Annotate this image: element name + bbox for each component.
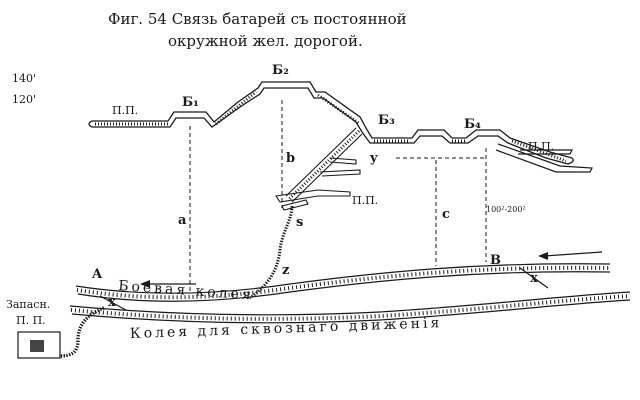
reserve-label-2: П. П. xyxy=(16,314,46,327)
elevation-lower: 120' xyxy=(12,93,36,106)
battery-b1-label: Б₁ xyxy=(182,95,199,110)
combat-track xyxy=(75,263,611,302)
distance-b-label: b xyxy=(286,151,295,166)
connecting-track-y-s xyxy=(285,127,363,203)
battery-parapet xyxy=(88,81,574,165)
point-y: y xyxy=(369,151,378,166)
distance-c-label: c xyxy=(442,207,450,222)
point-B: B xyxy=(490,253,501,268)
through-track-label: Колея для сквознаго движенія xyxy=(130,315,443,342)
pp-label-center: П.П. xyxy=(352,194,378,207)
caption-line-2: окружной жел. дорогой. xyxy=(168,32,363,50)
point-A: A xyxy=(91,267,103,282)
siding-right-ends xyxy=(495,143,593,173)
point-x-left: x xyxy=(108,295,116,310)
arrow-right-track xyxy=(543,251,603,257)
siding-near-s xyxy=(275,157,361,211)
crossover-left xyxy=(99,295,127,311)
through-track xyxy=(69,291,631,324)
battery-b3-label: Б₃ xyxy=(378,113,395,128)
battery-b2-label: Б₂ xyxy=(272,63,289,78)
combat-track-label-start: Боевая колея xyxy=(118,278,254,303)
point-s: s xyxy=(296,215,303,230)
pp-label-left: П.П. xyxy=(112,104,138,117)
pp-label-right: П.П. xyxy=(528,140,554,153)
elevation-upper: 140' xyxy=(12,72,36,85)
distance-note: 100²-200² xyxy=(486,205,526,214)
caption-line-1: Фиг. 54 Связь батарей съ постоянной xyxy=(108,10,407,28)
reserve-siding xyxy=(17,331,61,359)
distance-a-label: a xyxy=(178,213,187,228)
crossover-right xyxy=(519,267,549,289)
point-z: z xyxy=(282,263,289,278)
branch-track-s-z xyxy=(249,205,294,300)
battery-b4-label: Б₄ xyxy=(464,117,481,132)
reserve-label-1: Запасн. xyxy=(6,298,50,311)
point-x-right: x xyxy=(530,271,538,286)
